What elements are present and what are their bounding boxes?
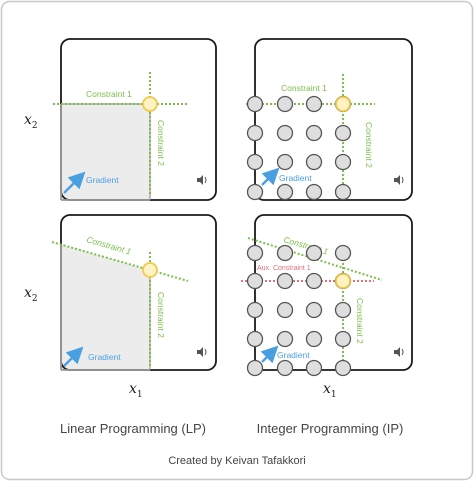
constraint-1-label: Constraint 1 <box>86 89 132 99</box>
lp-top-panel: Constraint 1 Constraint 2 Gradient <box>53 38 217 201</box>
feasible-region <box>61 244 150 370</box>
gradient-label: Gradient <box>86 175 119 185</box>
integer-point <box>305 183 323 201</box>
ip-top-panel: Constraint 1 Constraint 2 Gradient <box>246 38 413 201</box>
integer-point <box>246 183 264 201</box>
lp-caption: Linear Programming (LP) <box>60 421 206 436</box>
constraint-1-label: Constraint 1 <box>281 83 327 93</box>
constraint-1-line <box>247 237 383 281</box>
integer-point <box>246 153 264 171</box>
integer-point <box>334 124 352 142</box>
speaker-logo-icon <box>394 175 404 185</box>
integer-point <box>305 95 323 113</box>
integer-point <box>276 95 294 113</box>
speaker-logo-icon <box>394 347 404 357</box>
integer-point <box>334 153 352 171</box>
lp-bottom-panel: Constraint 1 Constraint 2 Gradient <box>51 214 217 371</box>
x2-label-bottom: x2 <box>24 285 38 304</box>
integer-point <box>334 330 352 348</box>
integer-point <box>334 183 352 201</box>
integer-point <box>305 153 323 171</box>
x1-label-ip: x1 <box>323 381 337 400</box>
integer-point <box>305 272 323 290</box>
x1-var: x <box>129 381 137 397</box>
ip-caption: Integer Programming (IP) <box>257 421 404 436</box>
x2-var: x <box>24 285 32 301</box>
panel-border <box>254 214 413 371</box>
integer-grid-points <box>246 244 352 377</box>
integer-point <box>246 95 264 113</box>
integer-point <box>246 301 264 319</box>
integer-point <box>276 359 294 377</box>
gradient-label: Gradient <box>88 352 121 362</box>
x1-var: x <box>323 381 331 397</box>
x2-subscript: 2 <box>32 121 38 131</box>
integer-point <box>305 330 323 348</box>
x1-subscript: 1 <box>137 390 143 400</box>
gradient-arrow <box>63 346 84 367</box>
integer-point <box>276 183 294 201</box>
integer-point <box>276 301 294 319</box>
ip-bottom-panel: Constraint 1 Aux. Constraint 1 Constrain… <box>241 214 413 377</box>
aux-constraint-1-label: Aux. Constraint 1 <box>257 265 311 272</box>
credit-caption: Created by Keivan Tafakkori <box>168 455 305 467</box>
gradient-label: Gradient <box>279 173 312 183</box>
integer-point <box>276 153 294 171</box>
integer-point <box>334 301 352 319</box>
x1-label-lp: x1 <box>129 381 143 400</box>
integer-point <box>276 330 294 348</box>
constraint-2-label: Constraint 2 <box>156 120 166 166</box>
x1-subscript: 1 <box>331 390 337 400</box>
integer-point <box>305 244 323 262</box>
x2-var: x <box>24 112 32 128</box>
integer-point <box>305 124 323 142</box>
integer-point <box>276 244 294 262</box>
constraint-2-label: Constraint 2 <box>364 122 374 168</box>
constraint-1-line <box>51 241 189 282</box>
integer-point <box>305 359 323 377</box>
panel-border <box>254 38 413 201</box>
gradient-arrow <box>63 171 86 194</box>
speaker-logo-icon <box>197 175 207 185</box>
speaker-logo-icon <box>197 347 207 357</box>
integer-point <box>246 359 264 377</box>
integer-point <box>334 359 352 377</box>
integer-point <box>276 272 294 290</box>
x2-subscript: 2 <box>32 294 38 304</box>
integer-point <box>246 124 264 142</box>
integer-point <box>276 124 294 142</box>
feasible-region <box>61 104 150 200</box>
gradient-arrow <box>260 345 279 364</box>
integer-point <box>334 244 352 262</box>
x2-label-top: x2 <box>24 112 38 131</box>
optimal-point <box>142 96 158 112</box>
gradient-label: Gradient <box>277 350 310 360</box>
integer-point <box>246 272 264 290</box>
integer-point <box>305 301 323 319</box>
integer-point <box>246 244 264 262</box>
integer-point <box>246 330 264 348</box>
constraint-2-label: Constraint 2 <box>156 292 166 338</box>
optimal-point <box>142 262 158 278</box>
optimal-point <box>335 96 351 112</box>
optimal-point <box>335 273 351 289</box>
gradient-arrow <box>261 167 280 186</box>
constraint-2-label: Constraint 2 <box>355 298 365 344</box>
